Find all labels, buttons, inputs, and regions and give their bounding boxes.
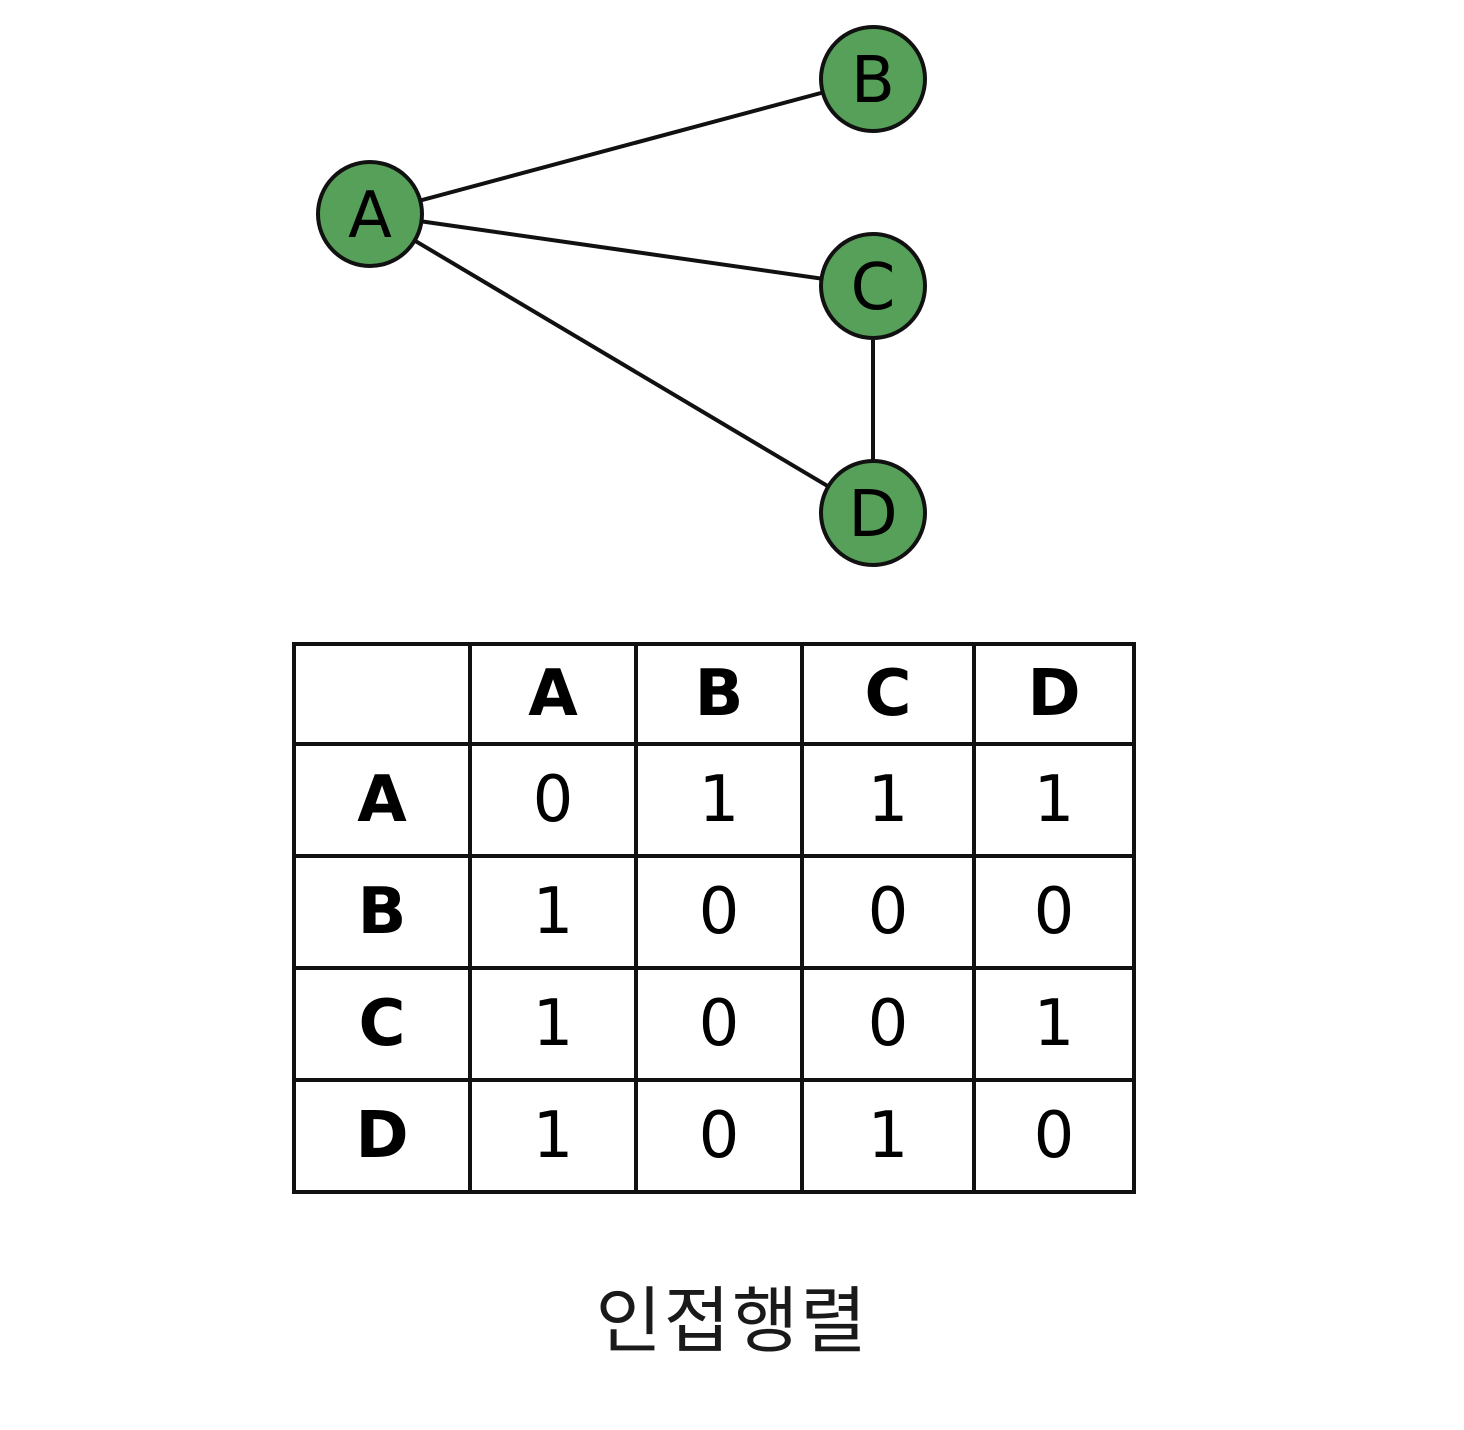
node-c-label: C bbox=[851, 251, 896, 325]
graph-node-b: B bbox=[819, 25, 927, 133]
matrix-col-header-d: D bbox=[972, 642, 1136, 746]
matrix-cell-a-c: 1 bbox=[800, 742, 976, 858]
graph-node-c: C bbox=[819, 232, 927, 340]
matrix-row-b: B 1 0 0 0 bbox=[292, 854, 1136, 970]
matrix-row-header-c: C bbox=[292, 966, 472, 1082]
matrix-cell-c-b: 0 bbox=[634, 966, 804, 1082]
matrix-cell-b-a: 1 bbox=[468, 854, 638, 970]
graph-diagram: A B C D bbox=[316, 25, 927, 567]
matrix-row-header-d: D bbox=[292, 1078, 472, 1194]
matrix-row-header-b: B bbox=[292, 854, 472, 970]
matrix-cell-b-d: 0 bbox=[972, 854, 1136, 970]
node-a-label: A bbox=[348, 179, 392, 253]
matrix-row-c: C 1 0 0 1 bbox=[292, 966, 1136, 1082]
matrix-cell-d-c: 1 bbox=[800, 1078, 976, 1194]
node-d-circle bbox=[819, 459, 927, 567]
matrix-cell-a-b: 1 bbox=[634, 742, 804, 858]
matrix-row-a: A 0 1 1 1 bbox=[292, 742, 1136, 858]
matrix-cell-b-b: 0 bbox=[634, 854, 804, 970]
matrix-cell-d-b: 0 bbox=[634, 1078, 804, 1194]
graph-edges bbox=[368, 77, 875, 515]
graph-node-a: A bbox=[316, 160, 424, 268]
matrix-header-row: A B C D bbox=[292, 642, 1136, 746]
matrix-cell-d-a: 1 bbox=[468, 1078, 638, 1194]
matrix-cell-a-a: 0 bbox=[468, 742, 638, 858]
node-a-circle bbox=[316, 160, 424, 268]
matrix-col-header-c: C bbox=[800, 642, 976, 746]
matrix-cell-c-d: 1 bbox=[972, 966, 1136, 1082]
matrix-row-d: D 1 0 1 0 bbox=[292, 1078, 1136, 1194]
matrix-cell-b-c: 0 bbox=[800, 854, 976, 970]
matrix-col-header-b: B bbox=[634, 642, 804, 746]
graph-node-d: D bbox=[819, 459, 927, 567]
edge-a-d bbox=[368, 212, 875, 515]
adjacency-matrix-table: A B C D A 0 1 1 1 B 1 0 0 0 C 1 0 0 1 D … bbox=[292, 642, 1136, 1194]
node-b-circle bbox=[819, 25, 927, 133]
edge-a-b bbox=[369, 77, 874, 216]
matrix-row-header-a: A bbox=[292, 742, 472, 858]
matrix-caption: 인접행렬 bbox=[595, 1279, 869, 1363]
edge-a-c bbox=[369, 212, 874, 288]
node-c-circle bbox=[819, 232, 927, 340]
matrix-cell-d-d: 0 bbox=[972, 1078, 1136, 1194]
matrix-corner-cell bbox=[292, 642, 472, 746]
matrix-cell-a-d: 1 bbox=[972, 742, 1136, 858]
matrix-col-header-a: A bbox=[468, 642, 638, 746]
matrix-cell-c-a: 1 bbox=[468, 966, 638, 1082]
matrix-cell-c-c: 0 bbox=[800, 966, 976, 1082]
node-b-label: B bbox=[851, 44, 895, 118]
node-d-label: D bbox=[848, 478, 897, 552]
